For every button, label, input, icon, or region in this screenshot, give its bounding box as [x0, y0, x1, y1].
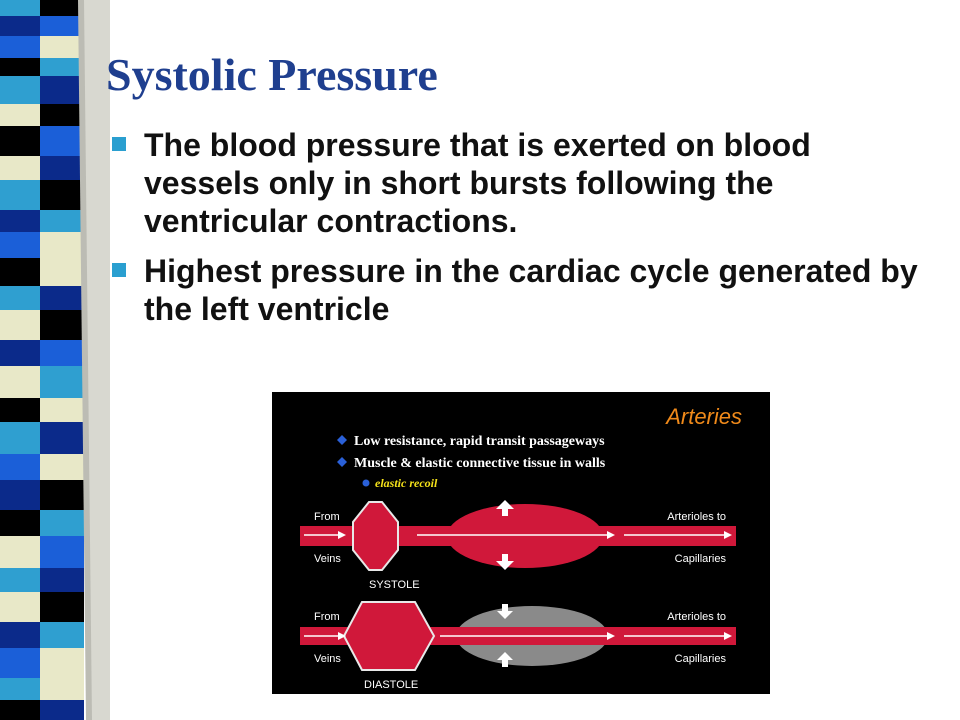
square-bullet-icon: [112, 137, 126, 151]
stripe-cell: [40, 454, 84, 480]
arrow-right-icon: [607, 531, 615, 539]
diamond-bullet-icon: [337, 457, 347, 467]
stripe-cell: [40, 366, 84, 398]
stripe-cell: [40, 398, 84, 422]
stripe-cell: [0, 510, 40, 536]
stripe-cell: [40, 210, 84, 232]
vessel-label: Veins: [314, 553, 341, 565]
stripe-cell: [40, 510, 84, 536]
stripe-cell: [40, 700, 84, 720]
stripe-cell: [40, 58, 84, 76]
stripe-cell: [0, 310, 40, 340]
arrow-right-icon: [607, 632, 615, 640]
stripe-cell: [40, 648, 84, 678]
arrow-up-icon: [496, 500, 514, 516]
diamond-bullet-icon: [337, 435, 347, 445]
bullet-text: The blood pressure that is exerted on bl…: [144, 127, 811, 239]
stripe-cell: [40, 592, 84, 622]
sub-bullet-dot-icon: [362, 479, 370, 487]
diagram-heading: Arteries: [664, 404, 742, 429]
stripe-cell: [40, 104, 84, 126]
stripe-cell: [0, 568, 40, 592]
stripe-cell: [40, 536, 84, 568]
stripe-cell: [0, 480, 40, 510]
stripe-cell: [0, 36, 40, 58]
stripe-cell: [40, 232, 84, 258]
vessel-label: Arterioles to: [667, 511, 726, 523]
phase-label: DIASTOLE: [364, 679, 418, 691]
vessel-label: From: [314, 611, 340, 623]
bullet-list: The blood pressure that is exerted on bl…: [112, 126, 932, 340]
stripe-cell: [40, 286, 84, 310]
stripe-cell: [40, 16, 84, 36]
stripe-cell: [40, 422, 84, 454]
heart-valve-hexagon: [352, 501, 399, 571]
stripe-cell: [0, 258, 40, 286]
arrow-up-icon: [497, 652, 513, 667]
diagram-point: Muscle & elastic connective tissue in wa…: [354, 456, 606, 471]
stripe-cell: [0, 678, 40, 700]
vessel-label: Capillaries: [675, 553, 727, 565]
stripe-cell: [0, 648, 40, 678]
arteries-diagram: Arteries Low resistance, rapid transit p…: [272, 392, 770, 694]
arrow-down-icon: [496, 554, 514, 570]
expanded-artery: [447, 504, 603, 568]
stripe-cell: [40, 568, 84, 592]
stripe-cell: [0, 58, 40, 76]
systole-row: From Veins Arterioles to Capillaries SYS…: [300, 500, 736, 591]
stripe-cell: [40, 36, 84, 58]
square-bullet-icon: [112, 263, 126, 277]
stripe-cell: [40, 340, 84, 366]
stripe-cell: [40, 0, 84, 16]
stripe-cell: [40, 156, 84, 180]
bullet-text: Highest pressure in the cardiac cycle ge…: [144, 253, 918, 327]
stripe-cell: [0, 126, 40, 156]
vessel-label: Capillaries: [675, 653, 727, 665]
stripe-cell: [40, 480, 84, 510]
diagram-sub-point: elastic recoil: [375, 476, 438, 490]
stripe-cell: [0, 0, 40, 16]
stripe-cell: [0, 622, 40, 648]
stripe-cell: [0, 76, 40, 104]
vessel-label: From: [314, 511, 340, 523]
stripe-cell: [0, 422, 40, 454]
stripe-cell: [0, 700, 40, 720]
stripe-cell: [40, 126, 84, 156]
stripe-cell: [0, 232, 40, 258]
stripe-cell: [0, 16, 40, 36]
heart-valve-hexagon: [342, 601, 436, 671]
arrow-right-icon: [338, 531, 346, 539]
stripe-cell: [40, 180, 84, 210]
stripe-cell: [0, 286, 40, 310]
stripe-cell: [40, 258, 84, 286]
diagram-point: Low resistance, rapid transit passageway…: [354, 434, 605, 449]
stripe-cell: [40, 310, 84, 340]
stripe-cell: [0, 156, 40, 180]
arrow-right-icon: [724, 632, 732, 640]
stripe-cell: [0, 454, 40, 480]
stripe-cell: [0, 366, 40, 398]
phase-label: SYSTOLE: [369, 579, 420, 591]
stripe-cell: [40, 622, 84, 648]
decorative-stripe-bar: [0, 0, 110, 720]
bullet-item: The blood pressure that is exerted on bl…: [112, 126, 932, 240]
stripe-cell: [40, 76, 84, 104]
vessel-label: Veins: [314, 653, 341, 665]
arrow-down-icon: [497, 604, 513, 619]
bullet-item: Highest pressure in the cardiac cycle ge…: [112, 252, 932, 328]
stripe-cell: [0, 398, 40, 422]
slide-title: Systolic Pressure: [106, 49, 438, 100]
arrow-right-icon: [724, 531, 732, 539]
vessel-label: Arterioles to: [667, 611, 726, 623]
stripe-cell: [0, 210, 40, 232]
stripe-cell: [0, 536, 40, 568]
stripe-cell: [0, 340, 40, 366]
stripe-cell: [0, 104, 40, 126]
diastole-row: From Veins Arterioles to Capillaries DIA…: [300, 601, 736, 691]
stripe-cell: [40, 678, 84, 700]
arrow-right-icon: [338, 632, 346, 640]
stripe-cell: [0, 592, 40, 622]
stripe-cell: [0, 180, 40, 210]
